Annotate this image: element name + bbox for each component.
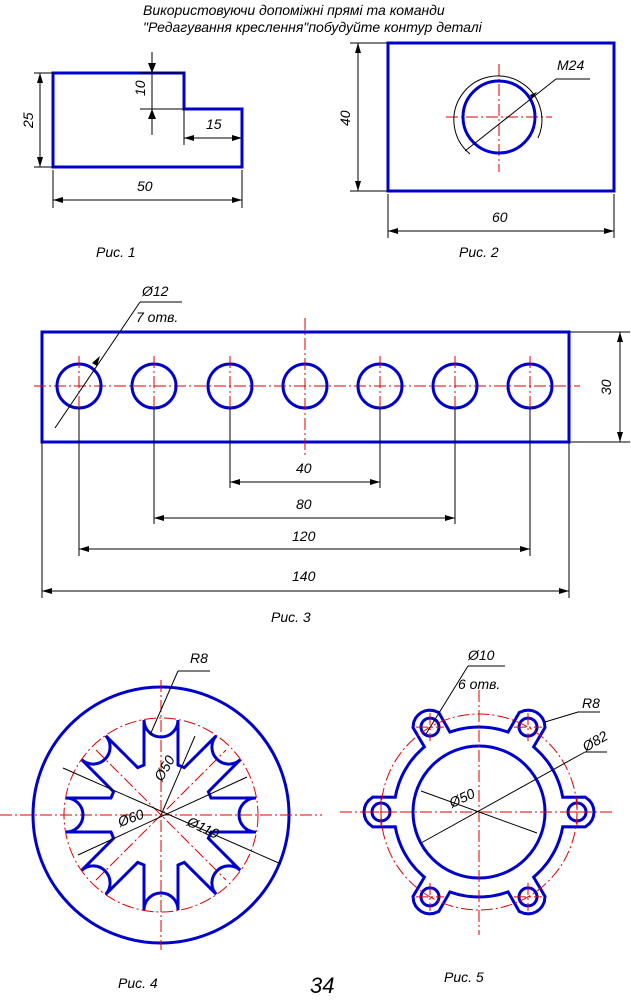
fig2-plate <box>386 41 616 193</box>
figure-4: R8 Ø50 Ø60 Ø110 Рис. 4 <box>0 650 322 991</box>
fig3-dim-120: 120 <box>292 528 316 544</box>
fig5-dim-inner: Ø50 <box>446 785 478 811</box>
fig4-star-slots <box>65 719 257 911</box>
figure-2: M24 40 60 Рис. 2 <box>337 41 616 260</box>
figure-3: Ø12 7 отв. 30 40 80 120 140 Рис. 3 <box>34 283 630 625</box>
fig2-dim-thread: M24 <box>557 57 584 73</box>
fig4-caption: Рис. 4 <box>118 975 158 991</box>
fig2-dim-60: 60 <box>492 209 508 225</box>
fig3-hole-diameter: Ø12 <box>141 283 169 299</box>
fig5-dim-outer: Ø82 <box>579 727 611 755</box>
fig3-dim-30: 30 <box>598 379 614 395</box>
fig2-thread-arc <box>453 75 543 155</box>
fig3-dim-80: 80 <box>296 496 312 512</box>
fig4-dim-circle: Ø60 <box>115 806 146 831</box>
fig5-hole-diameter: Ø10 <box>467 647 495 663</box>
fig2-caption: Рис. 2 <box>459 244 499 260</box>
fig5-hole-count: 6 отв. <box>458 676 500 692</box>
fig3-hole-count: 7 отв. <box>136 309 178 325</box>
fig1-dim-15: 15 <box>206 116 222 132</box>
figure-1: 25 50 10 15 Рис. 1 <box>20 52 244 260</box>
fig1-dim-25: 25 <box>20 112 36 129</box>
fig1-dim-10: 10 <box>132 80 148 96</box>
fig5-dim-radius: R8 <box>582 695 600 711</box>
fig4-dim-slots: Ø50 <box>150 752 178 784</box>
fig3-caption: Рис. 3 <box>271 609 311 625</box>
fig4-dim-outer: Ø110 <box>184 813 222 842</box>
fig5-caption: Рис. 5 <box>444 969 484 985</box>
fig3-dim-140: 140 <box>292 568 316 584</box>
figure-5: Ø10 6 отв. R8 Ø82 Ø50 Рис. 5 <box>340 647 615 985</box>
fig2-dim-40: 40 <box>337 110 353 126</box>
fig2-thread-hole <box>461 79 537 155</box>
page-number: 34 <box>310 973 334 998</box>
fig4-slot-contour <box>65 719 257 911</box>
fig1-caption: Рис. 1 <box>96 244 136 260</box>
instruction-line-1: Використовуючи допоміжні прямі та команд… <box>143 2 445 18</box>
fig4-dim-radius: R8 <box>190 650 208 666</box>
fig1-dim-50: 50 <box>137 178 153 194</box>
fig3-dim-40: 40 <box>296 460 312 476</box>
instruction-line-2: "Редагування креслення"побудуйте контур … <box>143 19 483 35</box>
